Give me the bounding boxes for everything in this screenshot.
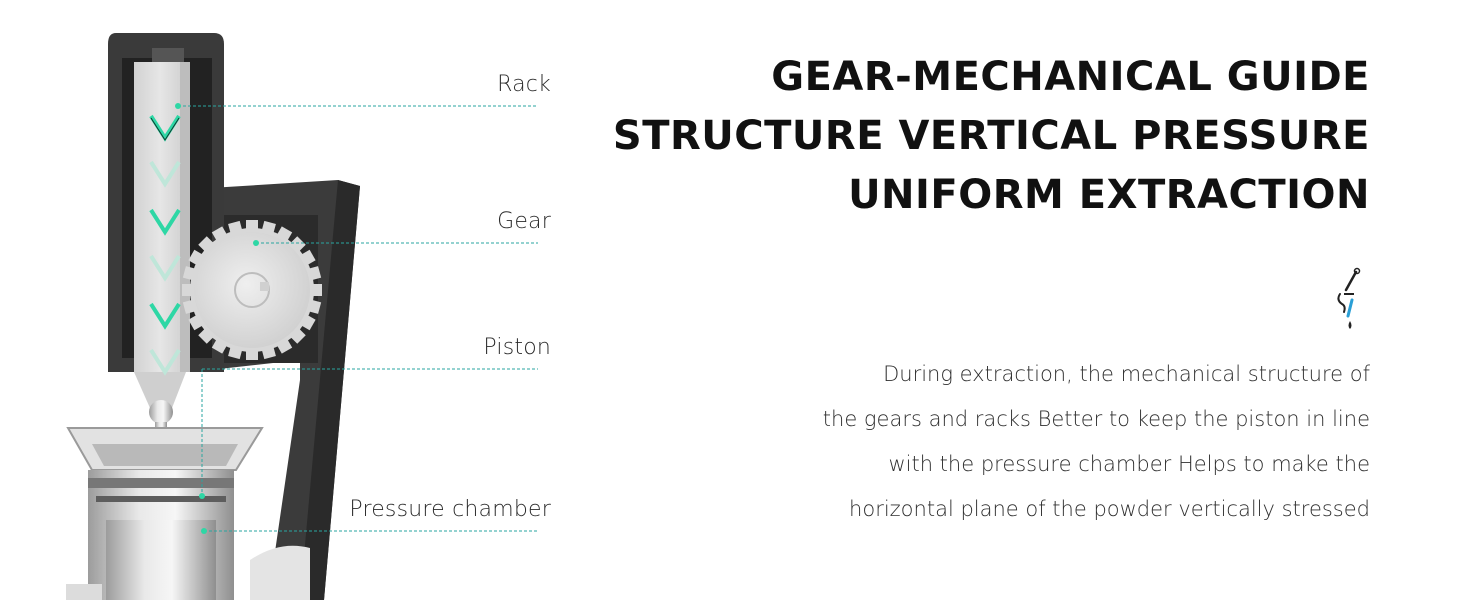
callout-pressure-chamber-label: Pressure chamber bbox=[349, 497, 551, 522]
headline: GEAR-MECHANICAL GUIDE STRUCTURE VERTICAL… bbox=[610, 48, 1370, 225]
chevron-down-icon bbox=[149, 114, 181, 376]
gear bbox=[182, 220, 322, 360]
description-line-3: with the pressure chamber Helps to make … bbox=[888, 452, 1370, 476]
description-line-4: horizontal plane of the powder verticall… bbox=[849, 497, 1370, 521]
headline-line-1: GEAR-MECHANICAL GUIDE bbox=[771, 54, 1370, 100]
rack bbox=[134, 62, 190, 408]
headline-line-3: UNIFORM EXTRACTION bbox=[848, 172, 1370, 218]
callout-dots bbox=[175, 103, 259, 534]
callout-rack-label: Rack bbox=[497, 72, 551, 97]
callout-piston-label: Piston bbox=[483, 335, 551, 360]
mechanism-illustration bbox=[66, 33, 538, 600]
pressure-chamber bbox=[66, 427, 310, 600]
description-line-2: the gears and racks Better to keep the p… bbox=[822, 407, 1370, 431]
description: During extraction, the mechanical struct… bbox=[730, 352, 1370, 532]
description-line-1: During extraction, the mechanical struct… bbox=[883, 362, 1370, 386]
callout-lines bbox=[178, 105, 538, 532]
callout-gear-label: Gear bbox=[497, 209, 551, 234]
dropper-icon bbox=[1337, 267, 1361, 329]
headline-line-2: STRUCTURE VERTICAL PRESSURE bbox=[612, 113, 1370, 159]
